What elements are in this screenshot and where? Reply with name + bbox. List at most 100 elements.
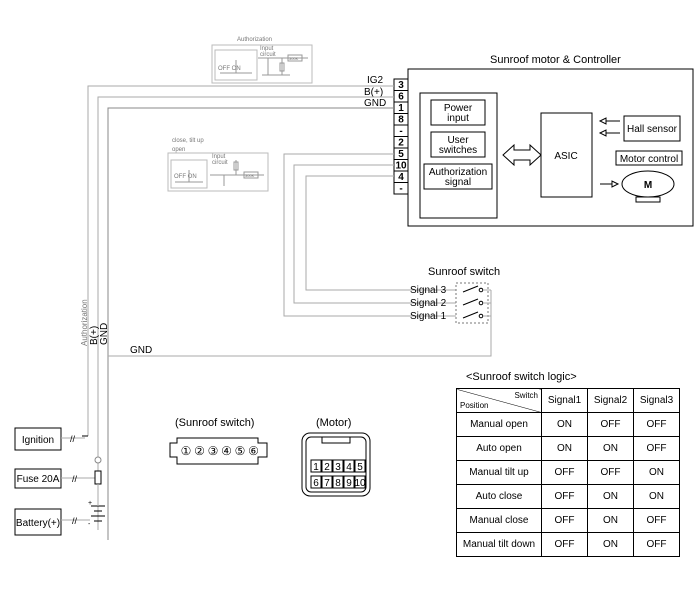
motor-pin-label: 7 <box>324 478 330 489</box>
power-input-label-1: Power <box>444 103 473 114</box>
switch-logic-table: Switch Position Signal1 Signal2 Signal3 … <box>456 388 680 557</box>
switch-connector-pin: ① <box>181 444 192 458</box>
row-position: Manual open <box>456 412 542 437</box>
motor-pin-label: 10 <box>354 478 366 489</box>
column-signal1: Signal1 <box>541 388 588 413</box>
battery-label: Battery(+) <box>16 518 60 529</box>
signal1-wire <box>283 153 456 317</box>
logic-table-title: <Sunroof switch logic> <box>466 371 577 383</box>
close-tilt-inset: close, tilt up open OFF ON Input circuit… <box>167 138 269 192</box>
motor-pin-cell <box>354 459 366 473</box>
logic-header-row: Switch Position Signal1 Signal2 Signal3 <box>456 388 680 413</box>
svg-text://: // <box>72 516 78 526</box>
close-inset-frame <box>167 152 269 192</box>
row-value: OFF <box>587 460 634 485</box>
motor-pin-label: 5 <box>357 462 363 473</box>
row-value: ON <box>587 484 634 509</box>
row-value: ON <box>587 532 634 557</box>
auth-inset-off-on: OFF ON <box>218 66 241 72</box>
switch-connector-pin: ② <box>194 444 205 458</box>
table-row: Auto close OFF ON ON <box>456 484 680 509</box>
fuse-label: Fuse 20A <box>17 474 60 485</box>
row-position: Auto close <box>456 484 542 509</box>
motor-pin-label: 9 <box>346 478 352 489</box>
power-sources: Ignition // Fuse 20A // Battery(+) // + … <box>14 427 105 536</box>
motor-pin-label: 1 <box>313 462 319 473</box>
sunroof-switch-title: Sunroof switch <box>428 266 500 278</box>
wire-label-gnd-vertical: GND <box>99 323 110 345</box>
motor-arrow-icon <box>611 180 620 188</box>
battery-icon: + - <box>88 500 105 528</box>
wire-label-gnd-bottom: GND <box>130 345 152 356</box>
pin-label: 1 <box>398 103 404 114</box>
switch-connector-pin: ③ <box>208 444 219 458</box>
pin-label: 6 <box>398 92 404 103</box>
motor-pin-cell <box>343 459 355 473</box>
authorization-signal-label-1: Authorization <box>429 167 487 178</box>
ignition-box <box>14 427 62 451</box>
user-switches-label-1: User <box>447 135 469 146</box>
wire-label-authorization: Authorization <box>80 299 89 346</box>
table-row: Auto open ON ON OFF <box>456 436 680 461</box>
pin-label: 5 <box>398 149 404 160</box>
pin-label: - <box>399 126 402 137</box>
asic-label: ASIC <box>554 151 577 162</box>
asic-box <box>540 112 593 198</box>
row-position: Manual tilt up <box>456 460 542 485</box>
motor-pin-label: 2 <box>324 462 330 473</box>
motor-pin-cell <box>321 459 333 473</box>
header-switch-label: Switch <box>514 391 538 400</box>
hall-sensor-label: Hall sensor <box>627 124 678 135</box>
motor-pin-label: 4 <box>346 462 352 473</box>
svg-text://: // <box>72 474 78 484</box>
table-row: Manual tilt down OFF ON OFF <box>456 532 680 557</box>
controller-title: Sunroof motor & Controller <box>490 54 621 66</box>
wire-label-bplus-vertical: B(+) <box>89 326 100 345</box>
auth-inset-resistor: 300K <box>289 56 299 61</box>
row-value: ON <box>587 436 634 461</box>
switch-connector-shell <box>169 437 268 465</box>
gnd-bottom-wire <box>108 316 492 357</box>
column-signal3: Signal3 <box>633 388 680 413</box>
switch-connector-pin: ⑥ <box>248 444 259 458</box>
motor-pin-cell <box>310 459 322 473</box>
auth-inset-input-circuit-1: Input <box>260 46 274 52</box>
motor-connector-title: (Motor) <box>316 417 351 429</box>
header-position-label: Position <box>460 401 489 410</box>
wire-label-ig2: IG2 <box>367 75 384 86</box>
row-value: OFF <box>541 532 588 557</box>
signal3-wire <box>305 175 456 291</box>
switch-connector-pin: ⑤ <box>235 444 246 458</box>
bplus-wire <box>97 96 394 530</box>
power-input-box <box>430 99 486 126</box>
close-inset-input-circuit-2: circuit <box>212 160 228 166</box>
row-position: Auto open <box>456 436 542 461</box>
row-position: Manual tilt down <box>456 532 542 557</box>
column-signal2: Signal2 <box>587 388 634 413</box>
pin-label: 10 <box>395 161 407 172</box>
signal3-label: Signal 3 <box>410 285 447 296</box>
row-value: OFF <box>541 460 588 485</box>
power-input-label-2: input <box>447 113 469 124</box>
pin-label: 3 <box>398 80 404 91</box>
controller-input-group <box>419 92 498 219</box>
row-value: OFF <box>541 508 588 533</box>
motor-pin-cell <box>310 475 322 489</box>
motor-control-label: Motor control <box>620 154 678 165</box>
ignition-label: Ignition <box>22 435 54 446</box>
fuse-icon <box>94 470 102 485</box>
user-switches-box <box>430 131 486 158</box>
pin-label: 8 <box>398 115 404 126</box>
motor-pin-cell <box>343 475 355 489</box>
row-value: OFF <box>633 508 680 533</box>
row-value: ON <box>541 436 588 461</box>
authorization-signal-box <box>423 163 493 190</box>
auth-inset-frame <box>211 44 313 84</box>
motor-pin-cell <box>332 459 344 473</box>
authorization-inset: Authorization OFF ON Input circuit 300K <box>211 37 313 84</box>
auth-inset-input-circuit-2: circuit <box>260 52 276 58</box>
